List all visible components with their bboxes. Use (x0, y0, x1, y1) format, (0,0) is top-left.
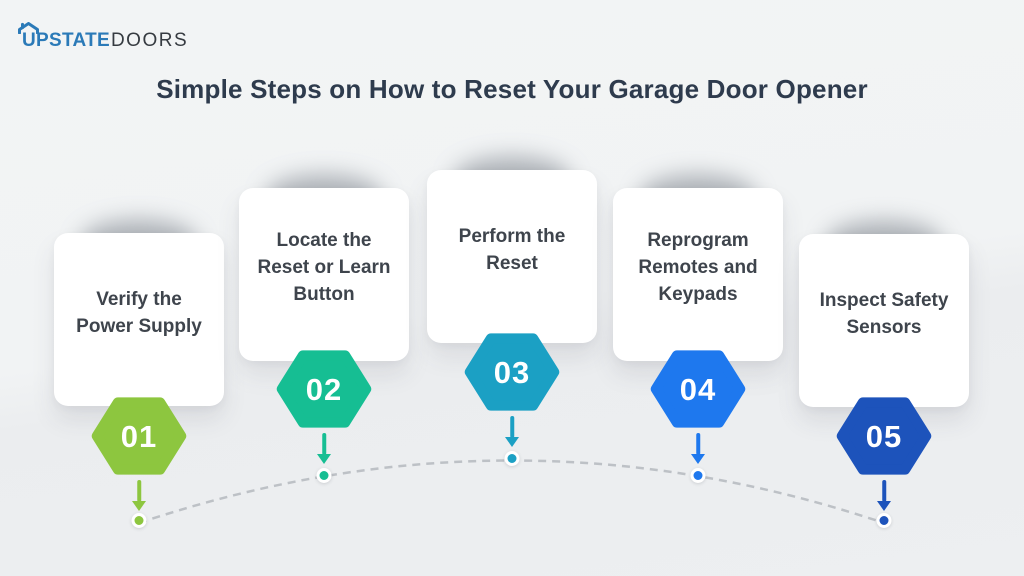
hexagon-icon (276, 350, 372, 428)
down-arrow-icon (505, 416, 519, 447)
step-3-hexagon-badge: 03 (464, 330, 560, 414)
step-2-group: Locate the Reset or Learn Button 02 (239, 0, 409, 576)
step-2-hexagon-badge: 02 (276, 347, 372, 431)
step-4-card: Reprogram Remotes and Keypads (613, 188, 783, 361)
timeline-dot (690, 468, 706, 483)
timeline-dot (504, 451, 520, 466)
step-4-hexagon-badge: 04 (650, 347, 746, 431)
page-title: Simple Steps on How to Reset Your Garage… (156, 74, 868, 104)
hexagon-icon (650, 350, 746, 428)
step-5-card: Inspect Safety Sensors (799, 234, 969, 407)
down-arrow-icon (132, 480, 146, 511)
step-5-number: 05 (865, 418, 903, 454)
down-arrow-icon (317, 433, 331, 464)
step-5-group: Inspect Safety Sensors 05 (799, 0, 969, 576)
step-2-card: Locate the Reset or Learn Button (239, 188, 409, 361)
brand-text-secondary: DOORS (110, 30, 189, 51)
timeline-dot (131, 513, 147, 528)
brand-logo: UPSTATE DOORS (18, 22, 189, 52)
step-1-number: 01 (120, 418, 158, 454)
step-4-group: Reprogram Remotes and Keypads 04 (613, 0, 783, 576)
house-roof-icon (18, 22, 39, 34)
step-2-label: Locate the Reset or Learn Button (257, 230, 391, 305)
hexagon-icon (464, 333, 560, 411)
brand-first-letter: UPSTATE (18, 22, 110, 52)
hexagon-icon (836, 397, 932, 475)
step-3-number: 03 (493, 354, 531, 390)
down-arrow-icon (691, 433, 705, 464)
step-3-group: Perform the Reset 03 (427, 0, 597, 576)
step-1-group: Verify the Power Supply 01 (54, 0, 224, 576)
step-4-number: 04 (679, 371, 717, 407)
step-1-label: Verify the Power Supply (76, 288, 202, 337)
step-5-label: Inspect Safety Sensors (819, 289, 949, 338)
hexagon-icon (91, 397, 187, 475)
step-5-hexagon-badge: 05 (836, 394, 932, 478)
step-1-hexagon-badge: 01 (91, 394, 187, 478)
timeline-dot (316, 468, 332, 483)
step-4-label: Reprogram Remotes and Keypads (638, 230, 758, 305)
step-1-card: Verify the Power Supply (54, 233, 224, 406)
step-3-label: Perform the Reset (458, 225, 566, 274)
down-arrow-icon (877, 480, 891, 511)
step-3-card: Perform the Reset (427, 170, 597, 343)
step-2-number: 02 (305, 371, 343, 407)
brand-text-primary: UPSTATE (22, 30, 110, 51)
timeline-dot (876, 513, 892, 528)
